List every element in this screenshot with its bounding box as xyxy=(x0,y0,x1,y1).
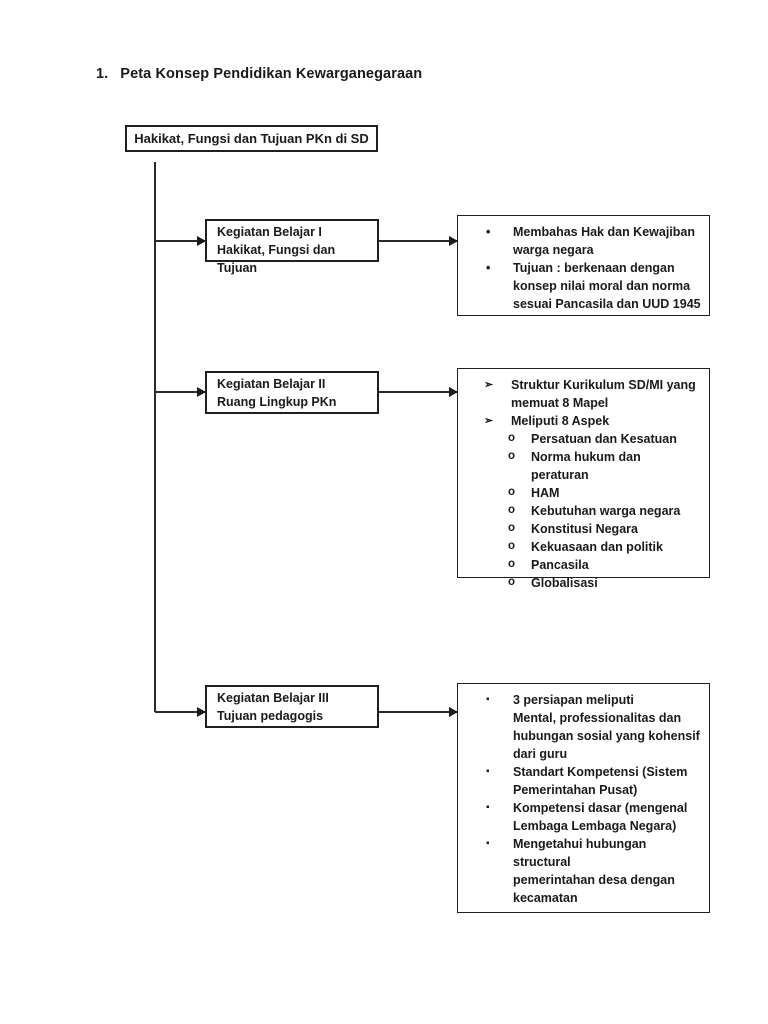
circle-bullet-icon: o xyxy=(508,486,516,498)
detail-item-text: Meliputi 8 Aspek xyxy=(511,414,610,428)
detail-item: • Membahas Hak dan Kewajiban warga negar… xyxy=(458,223,709,259)
detail-item-text: Mengetahui hubungan structural pemerinta… xyxy=(513,837,675,905)
detail-subitem-text: Globalisasi xyxy=(531,576,598,590)
square-bullet-icon: ▪ xyxy=(486,766,490,777)
circle-bullet-icon: o xyxy=(508,432,516,444)
disc-bullet-icon: • xyxy=(486,225,491,239)
connector-arrow-detail3 xyxy=(379,711,457,713)
detail-item: ➢ Meliputi 8 Aspek xyxy=(458,412,709,430)
circle-bullet-icon: o xyxy=(508,576,516,588)
page-title: 1. Peta Konsep Pendidikan Kewarganegaraan xyxy=(96,66,422,82)
branch2-box: Kegiatan Belajar II Ruang Lingkup PKn xyxy=(205,371,379,414)
detail-subitem-text: Kebutuhan warga negara xyxy=(531,504,681,518)
connector-arrow-branch1 xyxy=(155,240,205,242)
branch3-box: Kegiatan Belajar III Tujuan pedagogis xyxy=(205,685,379,728)
square-bullet-icon: ▪ xyxy=(486,802,490,813)
root-node-box: Hakikat, Fungsi dan Tujuan PKn di SD xyxy=(125,125,378,152)
square-bullet-icon: ▪ xyxy=(486,694,490,705)
detail-item-text: Tujuan : berkenaan dengan konsep nilai m… xyxy=(513,261,701,311)
branch1-subtitle: Hakikat, Fungsi dan Tujuan xyxy=(217,243,336,275)
detail-subitem-text: Pancasila xyxy=(531,558,589,572)
title-text: Peta Konsep Pendidikan Kewarganegaraan xyxy=(120,66,423,82)
detail-subitem: o Konstitusi Negara xyxy=(458,520,709,538)
detail-subitem: o Globalisasi xyxy=(458,574,709,592)
detail-subitem-text: HAM xyxy=(531,486,560,500)
detail-item: ▪ Mengetahui hubungan structural pemerin… xyxy=(458,835,709,907)
branch2-subtitle: Ruang Lingkup PKn xyxy=(217,395,337,409)
connector-arrow-detail1 xyxy=(379,240,457,242)
circle-bullet-icon: o xyxy=(508,450,516,462)
square-bullet-icon: ▪ xyxy=(486,838,490,849)
detail-subitem: o Pancasila xyxy=(458,556,709,574)
title-number: 1. xyxy=(96,66,109,82)
disc-bullet-icon: • xyxy=(486,261,491,275)
detail-item: ➢ Struktur Kurikulum SD/MI yang memuat 8… xyxy=(458,376,709,412)
circle-bullet-icon: o xyxy=(508,522,516,534)
detail-item-text: Standart Kompetensi (Sistem Pemerintahan… xyxy=(513,765,688,797)
circle-bullet-icon: o xyxy=(508,558,516,570)
branch3-detail-box: ▪ 3 persiapan meliputi Mental, professio… xyxy=(457,683,710,913)
branch3-title: Kegiatan Belajar III xyxy=(217,691,329,705)
detail-subitem: o Kebutuhan warga negara xyxy=(458,502,709,520)
detail-subitem-text: Norma hukum dan peraturan xyxy=(531,450,641,482)
branch2-title: Kegiatan Belajar II xyxy=(217,377,326,391)
detail-item-text: Kompetensi dasar (mengenal Lembaga Lemba… xyxy=(513,801,688,833)
detail-subitem-text: Kekuasaan dan politik xyxy=(531,540,663,554)
detail-item: ▪ 3 persiapan meliputi Mental, professio… xyxy=(458,691,709,763)
branch3-subtitle: Tujuan pedagogis xyxy=(217,709,324,723)
chevron-bullet-icon: ➢ xyxy=(484,415,494,427)
detail-subitem-text: Konstitusi Negara xyxy=(531,522,638,536)
detail-item: ▪ Standart Kompetensi (Sistem Pemerintah… xyxy=(458,763,709,799)
circle-bullet-icon: o xyxy=(508,540,516,552)
detail-subitem: o Norma hukum dan peraturan xyxy=(458,448,709,484)
branch2-detail-box: ➢ Struktur Kurikulum SD/MI yang memuat 8… xyxy=(457,368,710,590)
connector-arrow-detail2 xyxy=(379,391,457,393)
detail-item: ▪ Kompetensi dasar (mengenal Lembaga Lem… xyxy=(458,799,709,835)
branch1-title: Kegiatan Belajar I xyxy=(217,225,322,239)
detail-item: • Tujuan : berkenaan dengan konsep nilai… xyxy=(458,259,709,313)
circle-bullet-icon: o xyxy=(508,504,516,516)
detail-subitem-text: Persatuan dan Kesatuan xyxy=(531,432,677,446)
connector-arrow-branch3 xyxy=(155,711,205,713)
branch1-detail-box: • Membahas Hak dan Kewajiban warga negar… xyxy=(457,215,710,316)
detail-subitem: o HAM xyxy=(458,484,709,502)
chevron-bullet-icon: ➢ xyxy=(484,379,494,391)
branch1-box: Kegiatan Belajar I Hakikat, Fungsi dan T… xyxy=(205,219,379,275)
connector-arrow-branch2 xyxy=(155,391,205,393)
detail-item-text: Membahas Hak dan Kewajiban warga negara xyxy=(513,225,696,257)
root-node-label: Hakikat, Fungsi dan Tujuan PKn di SD xyxy=(134,131,369,146)
detail-item-text: Struktur Kurikulum SD/MI yang memuat 8 M… xyxy=(511,378,696,410)
detail-subitem: o Kekuasaan dan politik xyxy=(458,538,709,556)
detail-item-text: 3 persiapan meliputi Mental, professiona… xyxy=(513,693,700,761)
detail-subitem: o Persatuan dan Kesatuan xyxy=(458,430,709,448)
connector-trunk-line xyxy=(154,162,156,712)
